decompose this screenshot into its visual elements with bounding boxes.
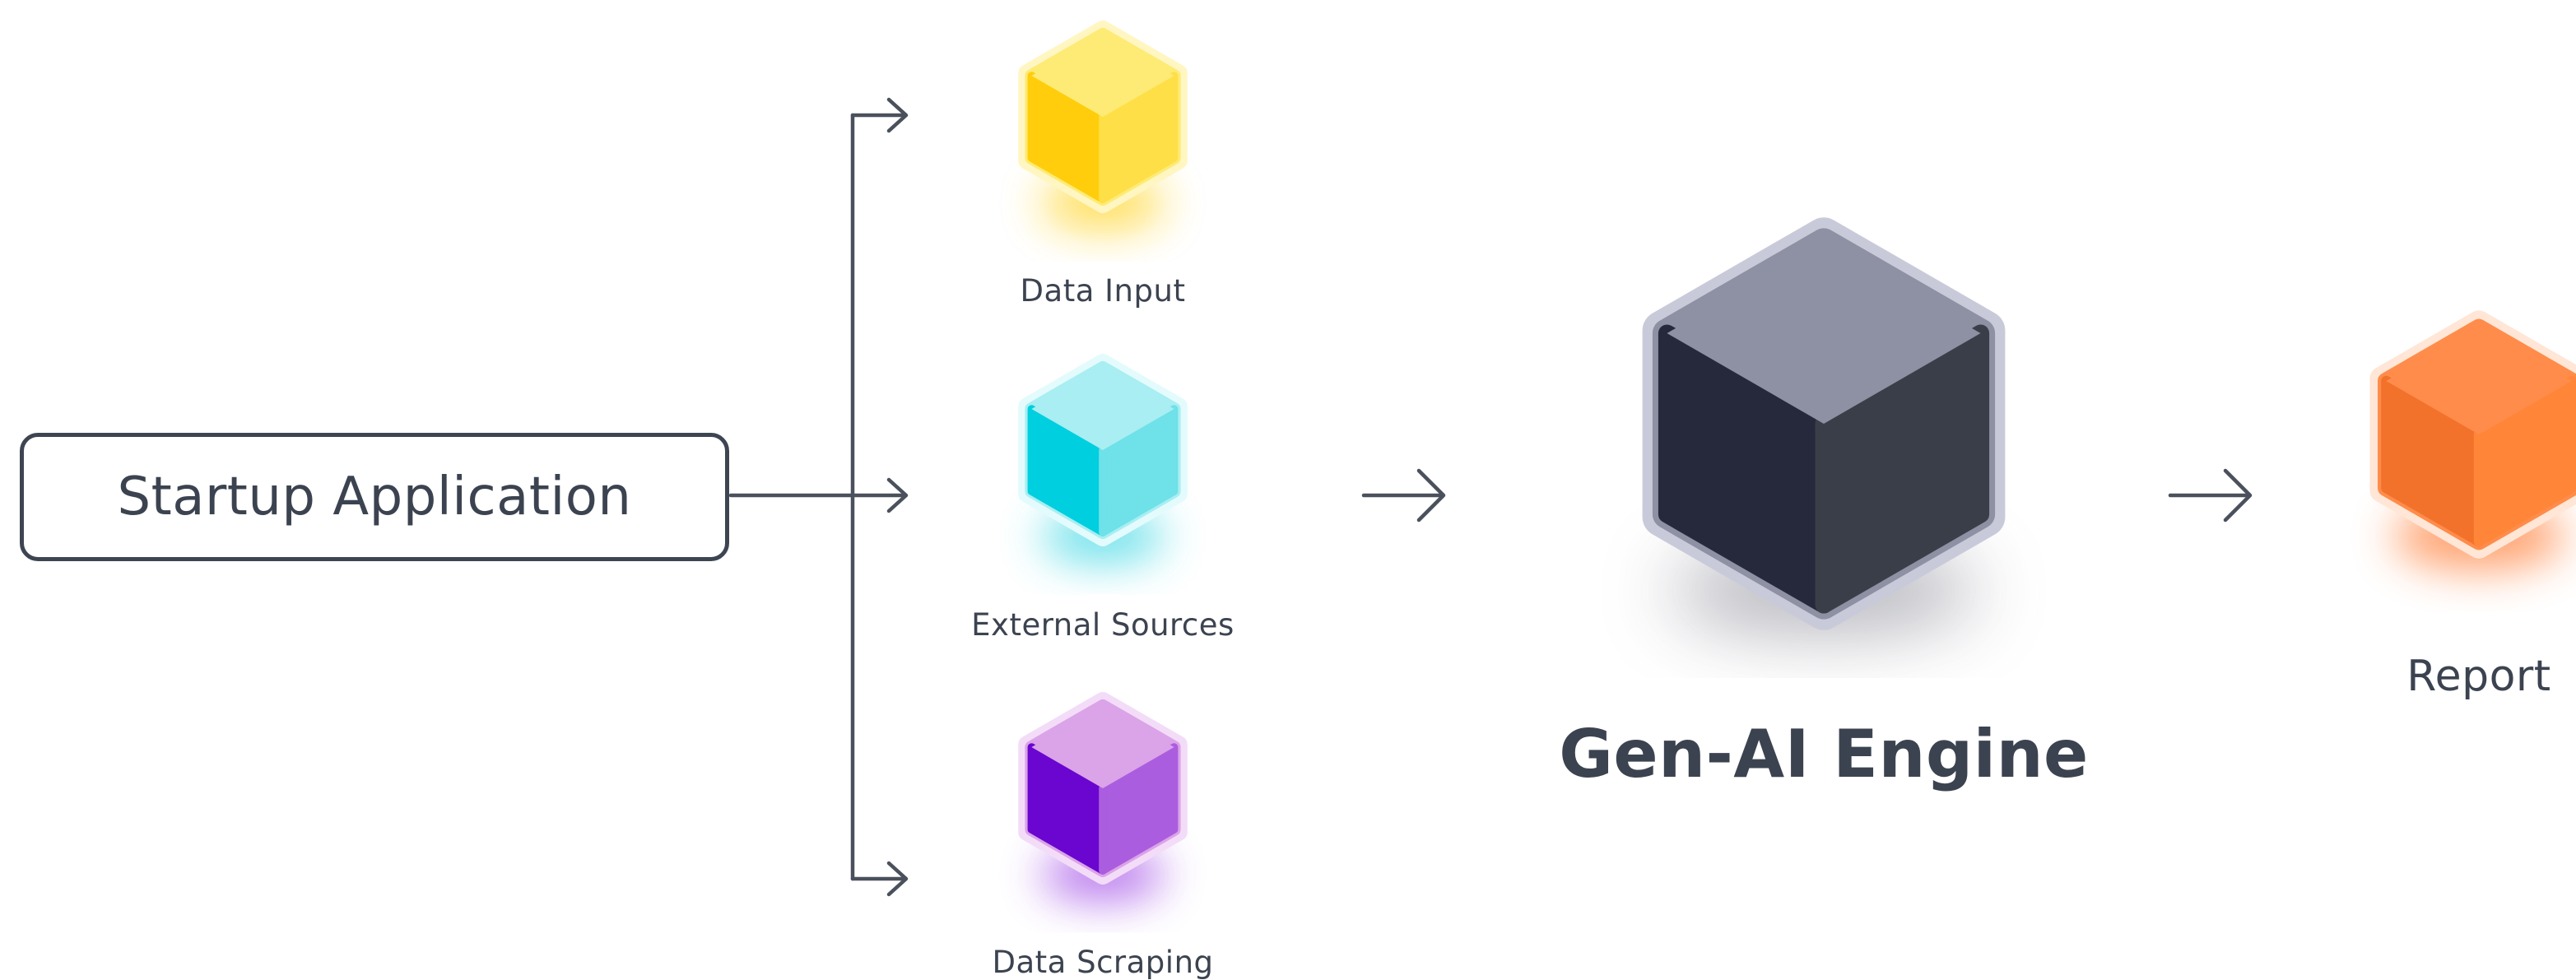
cube-right-face bbox=[1099, 405, 1179, 536]
cube-right-face bbox=[1099, 72, 1179, 203]
data-scraping-cube-icon bbox=[1018, 692, 1188, 901]
external-sources-label: External Sources bbox=[971, 607, 1235, 643]
cube-right-face bbox=[1099, 743, 1179, 875]
cube-top-face-highlight bbox=[2386, 327, 2572, 434]
arrow-to-report-icon bbox=[2168, 468, 2253, 523]
arrow-to-engine-icon bbox=[1361, 468, 1446, 523]
startup-application-node: Startup Application bbox=[20, 433, 729, 561]
connector-lines bbox=[728, 97, 2253, 897]
external-sources-cube-icon bbox=[1018, 354, 1188, 563]
arrowhead-external-sources-icon bbox=[886, 477, 909, 513]
data-input-label: Data Input bbox=[1020, 273, 1186, 309]
startup-application-label: Startup Application bbox=[117, 467, 632, 527]
arrowhead-data-input-icon bbox=[886, 97, 909, 133]
gen-ai-engine-label: Gen-AI Engine bbox=[1559, 716, 2089, 792]
report-label: Report bbox=[2406, 652, 2551, 701]
data-scraping-label: Data Scraping bbox=[992, 945, 1214, 980]
cube-top-face-highlight bbox=[1031, 368, 1174, 450]
cube-top-face-highlight bbox=[1031, 35, 1174, 117]
gen-ai-engine-cube-icon bbox=[1642, 217, 2006, 630]
cube-right-face bbox=[2473, 375, 2576, 547]
data-input-cube-icon bbox=[1018, 21, 1188, 230]
cube-top-face-highlight bbox=[1667, 243, 1981, 424]
cube-top-face-highlight bbox=[1031, 706, 1174, 788]
arrowhead-data-scraping-icon bbox=[886, 861, 909, 897]
report-cube-icon bbox=[2369, 310, 2576, 571]
